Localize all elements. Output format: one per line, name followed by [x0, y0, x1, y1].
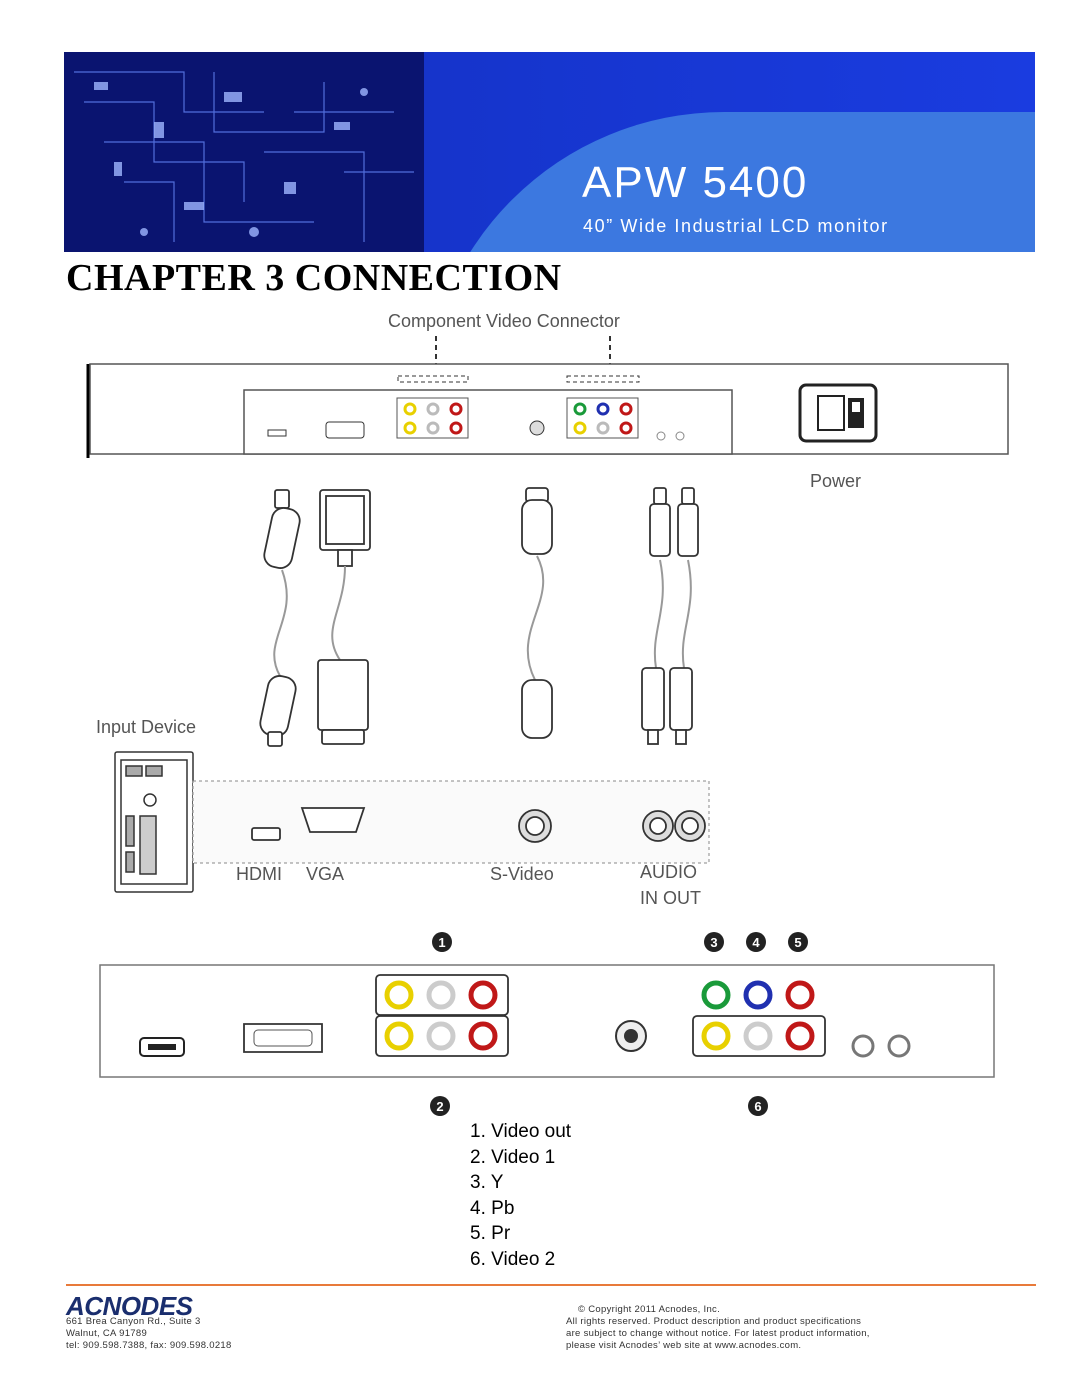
header-banner — [64, 52, 1035, 252]
cables — [259, 487, 699, 747]
svg-text:1: 1 — [438, 935, 445, 950]
copyright-text: © Copyright 2011 Acnodes, Inc. — [578, 1304, 721, 1315]
svg-text:4: 4 — [752, 935, 760, 950]
marker-3: 3 — [704, 932, 724, 952]
legal-notice: © Copyright 2011 Acnodes, Inc. All right… — [566, 1304, 986, 1352]
marker-6: 6 — [748, 1096, 768, 1116]
legend-item: 3. Y — [470, 1172, 504, 1193]
svg-text:6: 6 — [754, 1099, 761, 1114]
audio-label: AUDIO — [640, 862, 697, 882]
rear-panel-top — [86, 363, 1009, 458]
connector-legend: 1. Video out 2. Video 1 3. Y 4. Pb 5. Pr… — [470, 1119, 571, 1272]
input-panel — [192, 780, 710, 864]
hdmi-label: HDMI — [236, 864, 282, 884]
circuit-board-image — [64, 52, 424, 252]
footer-rule — [66, 1284, 1036, 1286]
legend-item: 5. Pr — [470, 1223, 511, 1244]
legend-item: 1. Video out — [470, 1121, 572, 1142]
inout-label: IN OUT — [640, 888, 701, 908]
model-name: APW 5400 — [582, 158, 809, 207]
company-address: 661 Brea Canyon Rd., Suite 3 Walnut, CA … — [66, 1316, 232, 1351]
component-video-label: Component Video Connector — [388, 311, 620, 331]
chapter-title: CHAPTER 3 CONNECTION — [66, 257, 562, 299]
legend-item: 2. Video 1 — [470, 1146, 556, 1168]
pc-tower — [114, 751, 194, 893]
svideo-label: S-Video — [490, 864, 554, 884]
marker-4: 4 — [746, 932, 766, 952]
legend-item: 4. Pb — [470, 1197, 515, 1219]
input-device-label: Input Device — [96, 717, 196, 737]
svg-text:2: 2 — [436, 1099, 443, 1114]
model-subtitle: 40” Wide Industrial LCD monitor — [583, 216, 889, 236]
marker-5: 5 — [788, 932, 808, 952]
power-label: Power — [810, 471, 861, 491]
vga-label: VGA — [306, 864, 344, 884]
svg-text:3: 3 — [710, 935, 717, 950]
rear-panel-detail — [99, 964, 995, 1078]
marker-1: 1 — [432, 932, 452, 952]
legend-item: 6. Video 2 — [470, 1248, 556, 1270]
acnodes-logo: ACNODES — [66, 1291, 193, 1321]
svg-text:5: 5 — [794, 935, 801, 950]
marker-2: 2 — [430, 1096, 450, 1116]
